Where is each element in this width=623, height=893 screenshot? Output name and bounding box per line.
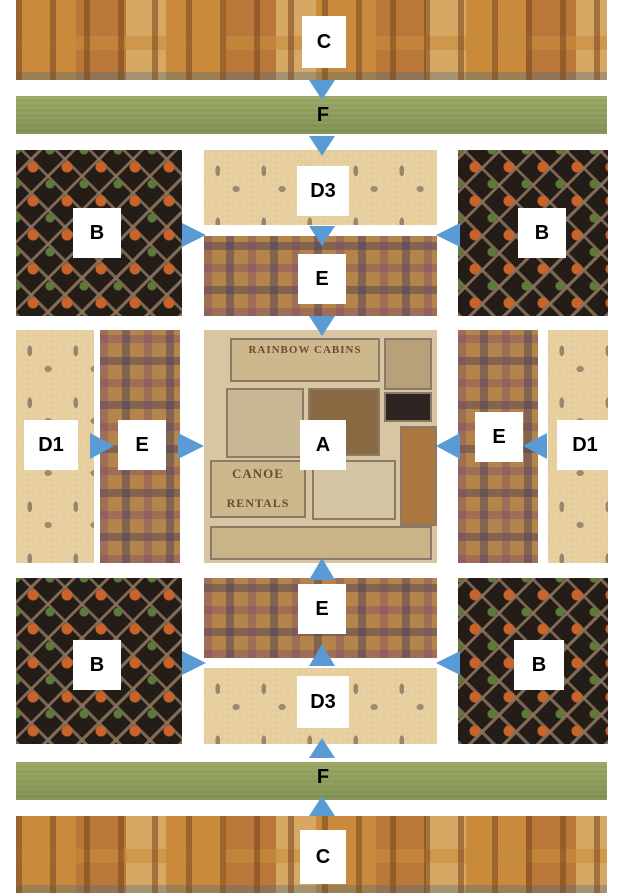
label-b-top-left: B bbox=[73, 208, 121, 258]
label-b-bottom-right: B bbox=[514, 640, 564, 690]
label-d1-left: D1 bbox=[24, 420, 78, 470]
label-e-right: E bbox=[475, 412, 523, 462]
arrow-right-icon bbox=[182, 651, 206, 675]
moose-head-tile bbox=[400, 426, 437, 526]
label-f-bottom: F bbox=[307, 762, 339, 792]
sign-rainbow-cabins-text: RAINBOW CABINS bbox=[232, 344, 378, 356]
label-d3-top: D3 bbox=[297, 166, 349, 216]
moose-tile bbox=[226, 388, 304, 458]
rainbow-cabins-sign: RAINBOW CABINS bbox=[230, 338, 380, 382]
canoe-rentals-sign: CANOE RENTALS bbox=[210, 460, 306, 518]
pinecone-tile bbox=[384, 338, 432, 390]
sign-canoe-text: CANOE bbox=[212, 466, 304, 482]
label-b-top-right: B bbox=[518, 208, 566, 258]
paddle-tile bbox=[210, 526, 432, 560]
label-d1-right: D1 bbox=[557, 420, 613, 470]
sign-rentals-text: RENTALS bbox=[212, 496, 304, 511]
label-f-top: F bbox=[307, 100, 339, 130]
label-a: A bbox=[300, 420, 346, 470]
arrow-left-icon bbox=[436, 223, 460, 247]
arrow-left-icon bbox=[436, 433, 460, 459]
bottle-tile bbox=[384, 392, 432, 422]
label-e-bottom: E bbox=[298, 584, 346, 634]
label-e-top: E bbox=[298, 254, 346, 304]
arrow-right-icon bbox=[178, 433, 204, 459]
label-e-left: E bbox=[118, 420, 166, 470]
label-b-bottom-left: B bbox=[73, 640, 121, 690]
label-c-bottom: C bbox=[300, 830, 346, 884]
label-d3-bottom: D3 bbox=[297, 676, 349, 728]
arrow-left-icon bbox=[436, 651, 460, 675]
label-c-top: C bbox=[302, 16, 346, 68]
arrow-right-icon bbox=[182, 223, 206, 247]
